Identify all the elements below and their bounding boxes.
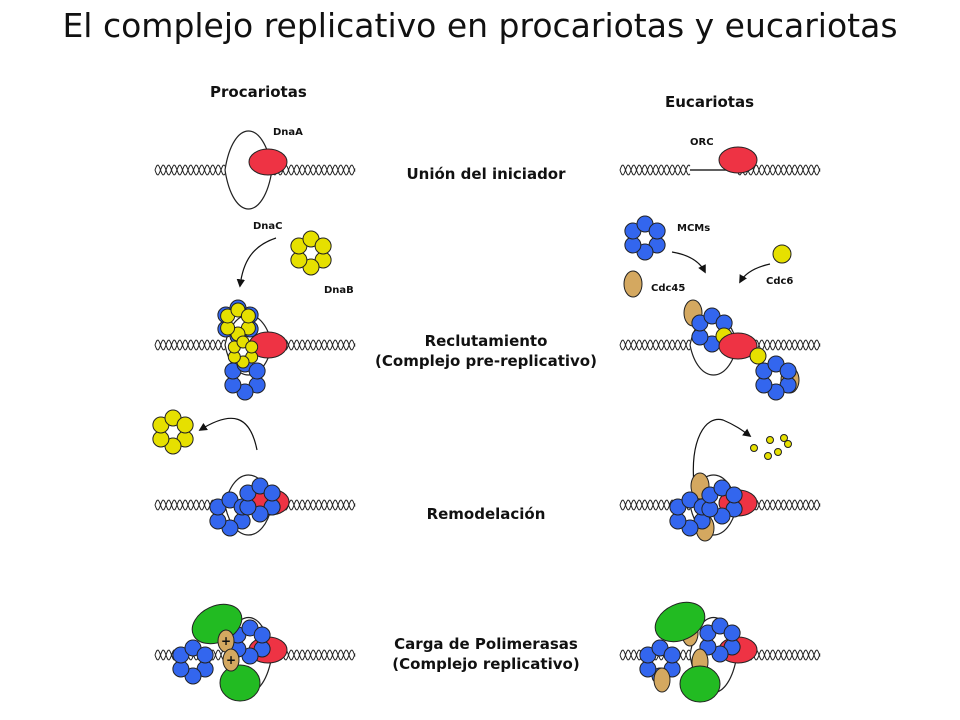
column-heading-eukaryotes: Eucariotas <box>665 93 755 111</box>
dna-pro-row3-bubble-bottom <box>224 504 273 536</box>
step-recruitment-sublabel: (Complejo pre-replicativo) <box>375 352 597 370</box>
step-remodeling: Remodelación <box>356 504 616 524</box>
dnac-ring-bound-bottom <box>227 335 259 369</box>
step-recruitment: Reclutamiento (Complejo pre-replicativo) <box>356 331 616 371</box>
label-dnab: DnaB <box>324 285 354 296</box>
orc-on-origin <box>718 332 758 360</box>
step-polymerase-loading: Carga de Polimerasas (Complejo replicati… <box>356 634 616 674</box>
cdc6-molecule <box>772 244 792 264</box>
dnab-ring-replicative-left <box>172 639 214 685</box>
step-polymerase-loading-label: Carga de Polimerasas <box>394 635 578 653</box>
cdc6-released-dot-1 <box>766 436 774 444</box>
label-mcms: MCMs <box>677 223 711 234</box>
column-heading-prokaryotes: Procariotas <box>210 83 307 101</box>
dnab-ring <box>290 230 332 276</box>
mcms-arrow <box>671 251 706 274</box>
polymerase-bottom-eu <box>679 665 721 703</box>
cdc6-released-dot-4 <box>764 452 772 460</box>
dnab-ring-remodeled-right <box>239 477 281 523</box>
dnab-ring-bound-bottom <box>224 355 266 401</box>
dna-eu-row1-helix-left <box>619 164 691 176</box>
step-polymerase-loading-sublabel: (Complejo replicativo) <box>392 655 580 673</box>
dna-pro-row1-helix-left <box>154 164 226 176</box>
mcm-ring-free <box>624 215 666 261</box>
step-initiator-binding: Unión del iniciador <box>356 164 616 184</box>
dnab-ring-replicative-right <box>229 619 271 665</box>
cdc6-released-dot-3 <box>774 448 782 456</box>
dna-pro-row1-bubble-bottom <box>224 169 273 210</box>
dna-pro-row2-helix-left <box>154 339 226 351</box>
cdc6-release-arrow <box>692 418 752 486</box>
mcm-ring-remodeled-right <box>701 479 743 525</box>
cdc45-replicative-lower <box>653 667 671 693</box>
polymerase-bottom-pro <box>219 664 261 702</box>
step-recruitment-label: Reclutamiento <box>424 332 548 350</box>
mcm-ring-replicative-right <box>699 617 741 663</box>
clamp-loader-bottom <box>222 648 240 672</box>
dna-eu-row2-helix-left <box>619 339 691 351</box>
cdc6-arrow <box>739 263 771 284</box>
diagram-title: El complejo replicativo en procariotas y… <box>62 6 898 45</box>
label-orc: ORC <box>690 137 714 148</box>
label-cdc6: Cdc6 <box>766 276 794 287</box>
cdc6-bound-bottom <box>749 347 767 365</box>
orc-initiator <box>718 146 758 174</box>
label-dnac: DnaC <box>253 221 283 232</box>
mcm-ring-bound-bottom <box>755 355 797 401</box>
dnac-release-arrow <box>198 417 258 451</box>
clamp-plus-sign-bottom: + <box>226 653 236 667</box>
cdc45-molecule <box>623 270 643 298</box>
dnac-arrow <box>236 237 277 288</box>
dnac-ring-bound-top <box>220 302 256 342</box>
step-remodeling-label: Remodelación <box>426 505 546 523</box>
dnaa-initiator <box>248 148 288 176</box>
cdc6-released-dot-5 <box>784 440 792 448</box>
dnac-released-ring <box>152 409 194 455</box>
step-initiator-binding-label: Unión del iniciador <box>406 165 566 183</box>
polymerase-top-eu <box>654 601 706 643</box>
label-cdc45: Cdc45 <box>651 283 686 294</box>
cdc6-released-dot-0 <box>750 444 758 452</box>
label-dnaa: DnaA <box>273 127 303 138</box>
clamp-plus-sign-top: + <box>221 634 231 648</box>
cdc6-released-dot-2 <box>780 434 788 442</box>
